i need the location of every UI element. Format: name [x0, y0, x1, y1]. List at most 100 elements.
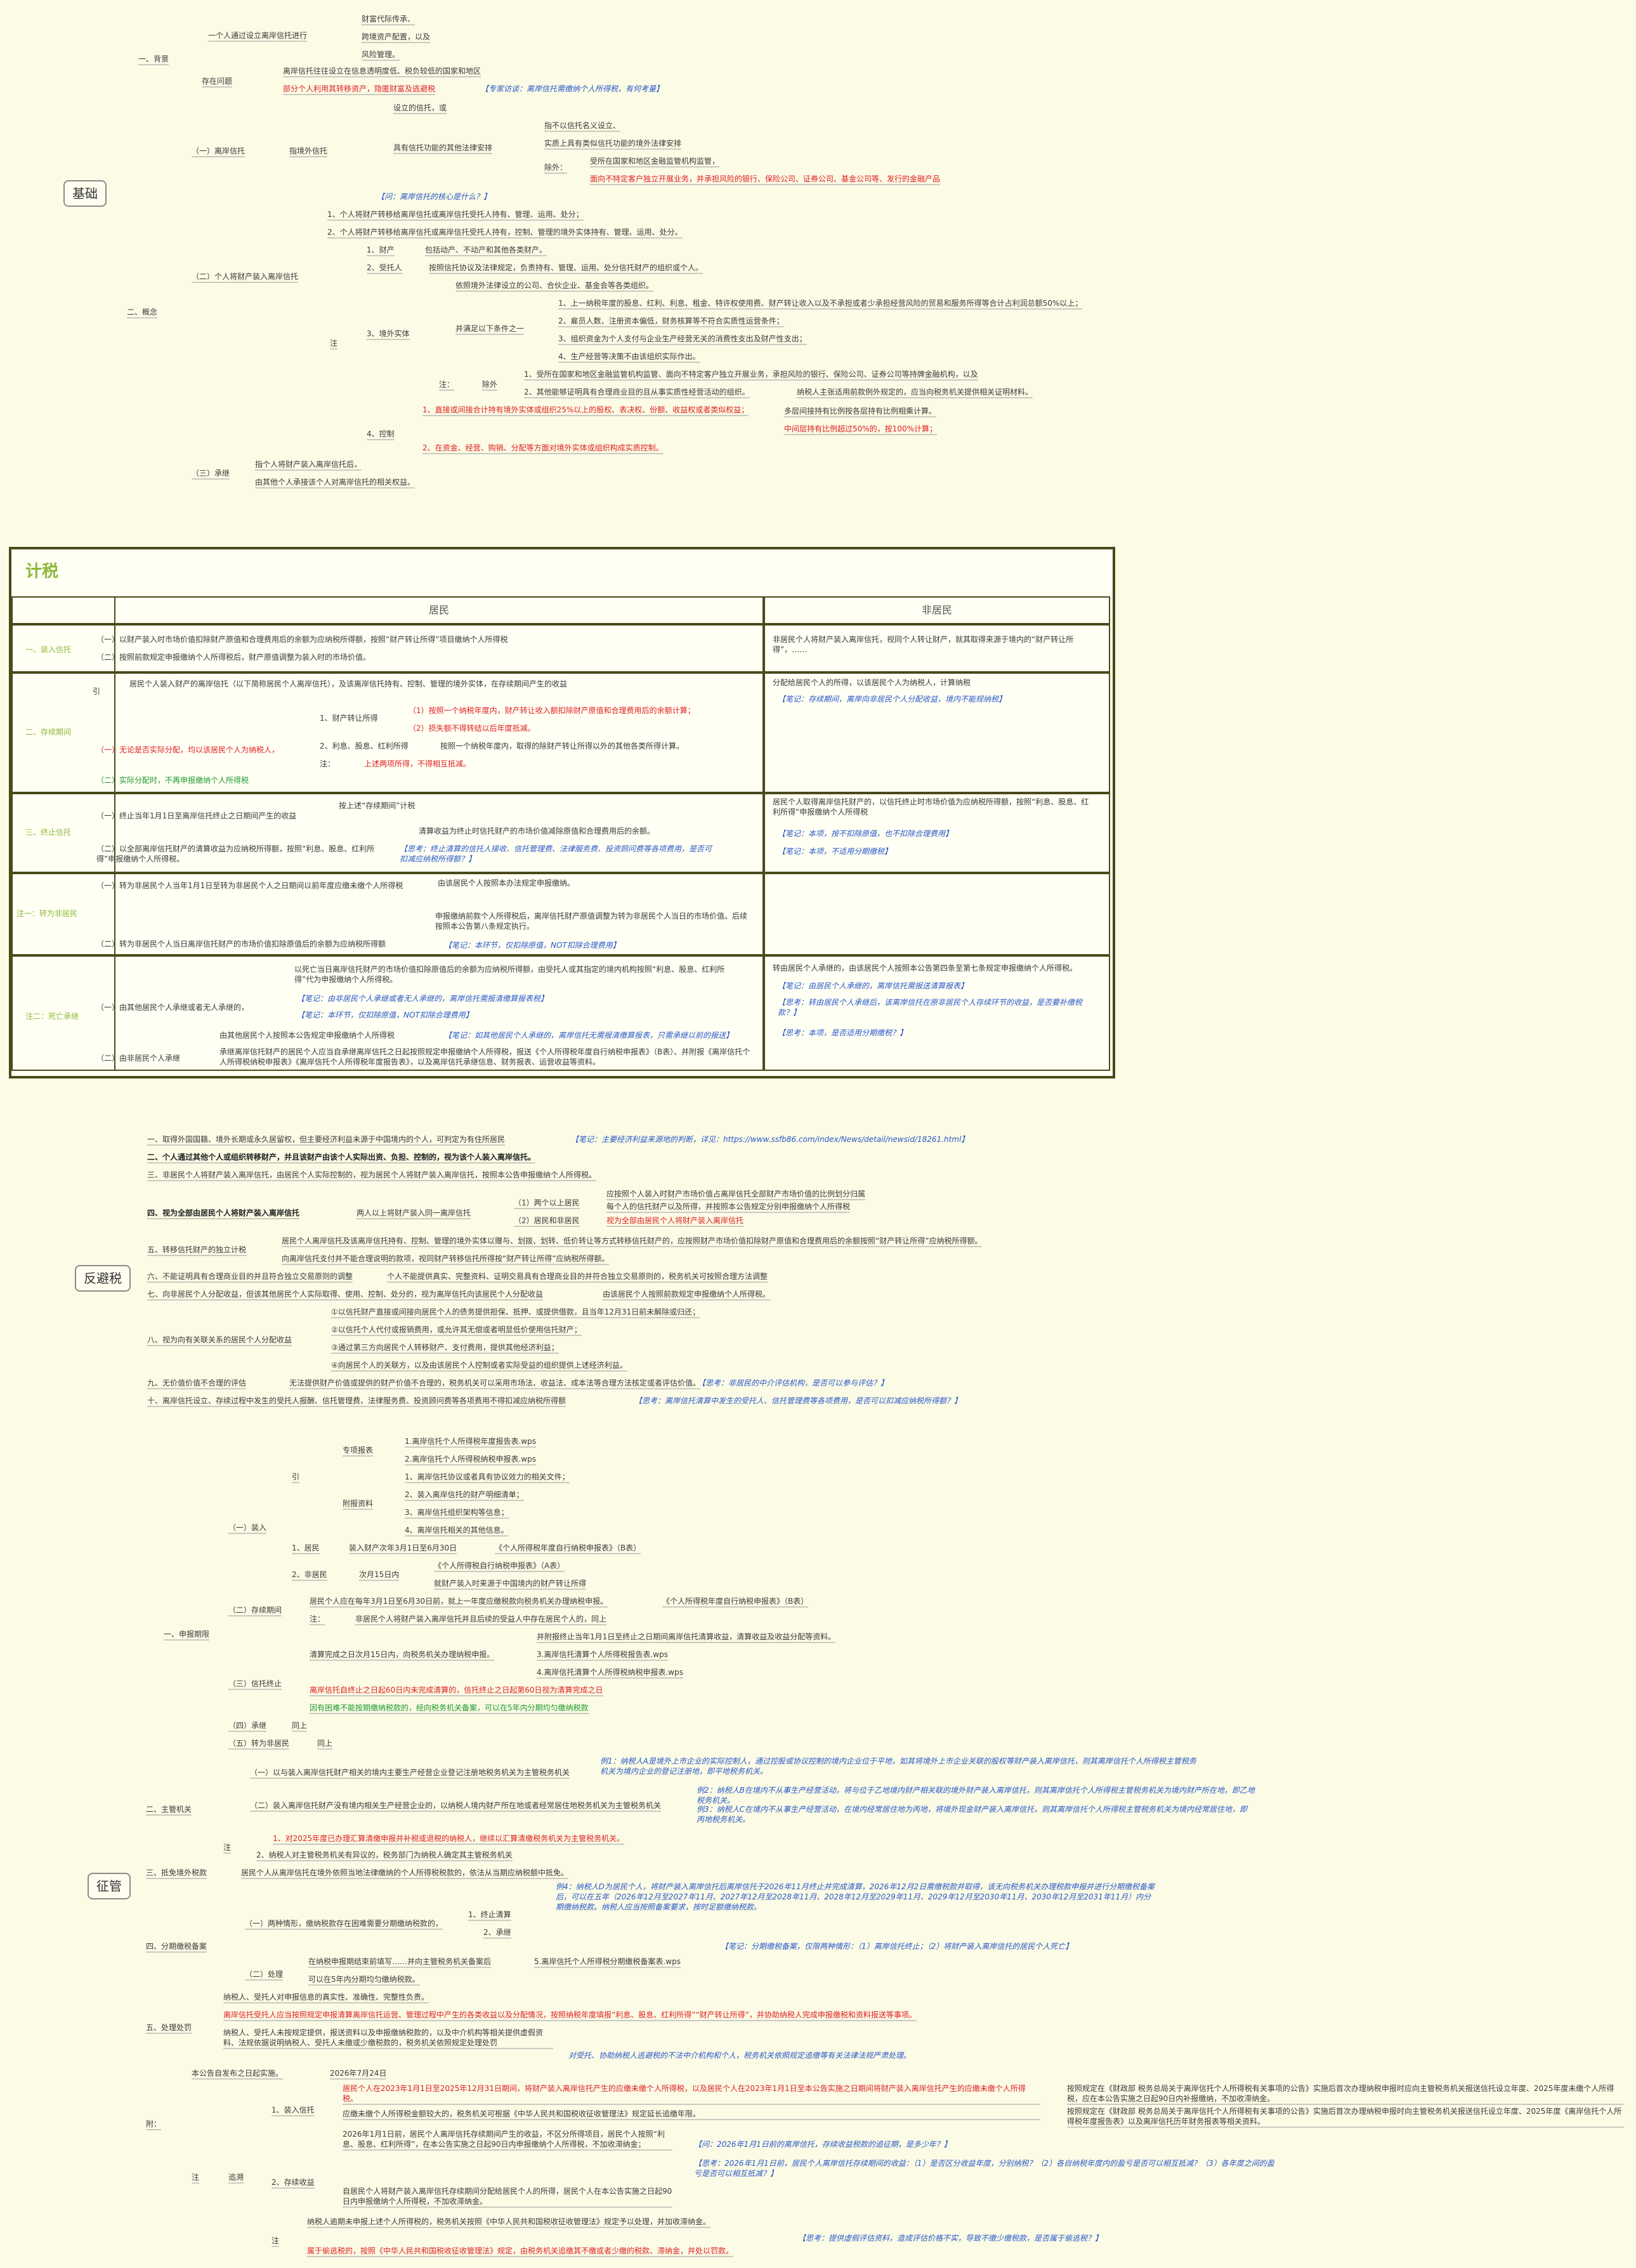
node[interactable]: 2.离岸信托个人所得税纳税申报表.wps — [405, 1455, 536, 1464]
node[interactable]: 居民个人从离岸信托在境外依照当地法律缴纳的个人所得税税款的，依法从当期应纳税额中… — [241, 1868, 569, 1877]
node[interactable]: 1、离岸信托协议或者具有协议效力的相关文件； — [405, 1472, 570, 1481]
node[interactable]: 按照信托协议及法律规定，负责持有、管理、运用、处分信托财产的组织或个人。 — [429, 263, 703, 272]
node[interactable]: 2、存续收益 — [272, 2178, 315, 2187]
node[interactable]: 二、个人通过其他个人或组织转移财产，并且该财产由该个人实际出资、负担、控制的，视… — [147, 1153, 536, 1162]
node[interactable]: 《个人所得税年度自行纳税申报表》（B表） — [495, 1544, 641, 1552]
node[interactable]: （二）按照前款规定申报缴纳个人所得税后，财产原值调整为装入时的市场价值。 — [96, 653, 371, 662]
node[interactable]: 离岸信托往往设立在信息透明度低、税负较低的国家和地区 — [283, 67, 481, 75]
note[interactable]: 例1：纳税人A是境外上市企业的实际控制人，通过控股或协议控制的境内企业位于平地，… — [600, 1757, 1196, 1776]
node[interactable]: 财富代际传承、 — [362, 15, 416, 23]
node[interactable]: 按上述“存续期间”计税 — [339, 801, 416, 810]
node[interactable]: （一）无论是否实际分配，均以该居民个人为纳税人， — [96, 745, 280, 754]
node[interactable]: 追溯 — [228, 2173, 244, 2182]
node[interactable]: ④向居民个人的关联方，以及由该居民个人控制或者实际受益的组织提供上述经济利益。 — [331, 1361, 627, 1370]
node[interactable]: 转由居民个人承继的，由该居民个人按照本公告第四条至第七条规定申报缴纳个人所得税。 — [773, 964, 1078, 973]
node[interactable]: 2、雇员人数、注册资本偏低，财务核算等不符合实质性运营条件； — [558, 317, 784, 325]
note[interactable]: 【思考：非居民的中介评估机构，是否可以参与评估？】 — [698, 1379, 889, 1387]
note[interactable]: 【笔记：存续期间，离岸向非居民个人分配收益，境内不能规纳税】 — [778, 695, 1007, 704]
node[interactable]: 离岸信托自终止之日起60日内未完成清算的，信托终止之日起第60日视为清算完成之日 — [310, 1686, 603, 1694]
node[interactable]: （四）承继 — [228, 1721, 267, 1730]
node[interactable]: 同上 — [317, 1739, 333, 1748]
node[interactable]: ③通过第三方向居民个人转移财产、支付费用，提供其他经济利益； — [331, 1343, 559, 1352]
node[interactable]: 同上 — [292, 1721, 308, 1730]
node[interactable]: 一、取得外国国籍、境外长期或永久居留权，但主要经济利益未源于中国境内的个人，可判… — [147, 1135, 506, 1144]
node[interactable]: （一）离岸信托 — [192, 147, 245, 155]
node[interactable]: 由其他居民个人按照本公告规定申报缴纳个人所得税 — [219, 1031, 395, 1040]
node-bg[interactable]: 一、背景 — [138, 55, 169, 63]
node[interactable]: 2、个人将财产转移给离岸信托或离岸信托受托人持有，控制、管理的境外实体持有、管理… — [327, 228, 683, 237]
note[interactable]: 对受托、协助纳税人逃避税的不法中介机构和个人，税务机关依照规定追缴等有关法律法规… — [568, 2051, 912, 2060]
node[interactable]: 纳税人、受托人未按规定提供，报送资料以及申报缴纳税款的，以及中介机构等相关提供虚… — [223, 2028, 544, 2047]
node[interactable]: 居民个人取得离岸信托财产的，以信托终止时市场价值为应纳税所得额，按照“利息、股息… — [773, 797, 1089, 816]
node[interactable]: 注： — [439, 380, 455, 389]
node[interactable]: 二、主管机关 — [146, 1805, 192, 1814]
node[interactable]: 附报资料 — [343, 1499, 374, 1508]
node[interactable]: 次月15日内 — [359, 1570, 400, 1579]
node[interactable]: 清算收益为终止时信托财产的市场价值减除原值和合理费用后的余额。 — [419, 827, 655, 836]
node[interactable]: 中间层持有比例超过50%的，按100%计算； — [784, 424, 937, 433]
node[interactable]: 本公告自发布之日起实施。 — [192, 2069, 284, 2078]
node[interactable]: 1、对2025年度已办理汇算清缴申报并补税或退税的纳税人，继续以汇算清缴税务机关… — [273, 1834, 625, 1843]
node[interactable]: 存在问题 — [202, 77, 233, 86]
node[interactable]: 非居民个人将财产装入离岸信托，视同个人转让财产，就其取得来源于境内的“财产转让所… — [773, 635, 1074, 654]
note[interactable]: 【笔记：由非居民个人承继或者无人承继的，离岸信托需报清缴算报表税】 — [297, 994, 549, 1003]
node[interactable]: ①以信托财产直接或间接向居民个人的债务提供担保、抵押、或提供借款，且当年12月3… — [331, 1308, 700, 1316]
node[interactable]: 3、组织资金为个人支付与企业生产经营无关的消费性支出及财产性支出； — [558, 334, 807, 343]
node[interactable]: 3、境外实体 — [367, 329, 410, 338]
node[interactable]: 实质上具有类似信托功能的境外法律安排 — [544, 139, 682, 148]
node[interactable]: 2、非居民 — [292, 1570, 327, 1579]
node[interactable]: 按照规定在《财政部 税务总局关于离岸信托个人所得税有关事项的公告》实施后首次办理… — [1067, 2084, 1614, 2103]
node[interactable]: 两人以上将财产装入同一离岸信托 — [357, 1209, 471, 1217]
node[interactable]: 多层间接持有比例按各层持有比例相乘计算。 — [784, 407, 937, 416]
node[interactable]: 由该居民个人按照本办法规定申报缴纳。 — [438, 879, 575, 888]
node[interactable]: （二）实际分配时，不再申报缴纳个人所得税 — [96, 776, 249, 785]
node[interactable]: 并满足以下条件之一 — [455, 324, 525, 333]
node[interactable]: （二）转为非居民个人当日离岸信托财产的市场价值扣除原值后的余额为应纳税所得额 — [96, 940, 386, 948]
node[interactable]: 1、个人将财产转移给离岸信托或离岸信托受托人持有、管理、运用、处分； — [327, 210, 584, 219]
node[interactable]: 纳税人、受托人对申报信息的真实性、准确性、完整性负责。 — [223, 1993, 429, 2002]
node[interactable]: 十、离岸信托设立、存续过程中发生的受托人报酬、信托管理费、法律服务费、投资顾问费… — [147, 1396, 566, 1405]
node[interactable]: 非居民个人将财产装入离岸信托并且后续的受益人中存在居民个人的，同上 — [355, 1615, 607, 1623]
node[interactable]: 离岸信托受托人应当按照规定申报清算离岸信托运营、管理过程中产生的各类收益以及分配… — [223, 2010, 917, 2019]
node[interactable]: 3.离岸信托清算个人所得税报告表.wps — [537, 1650, 668, 1659]
node[interactable]: 每个人的信托财产以及所得，并按照本公告规定分别申报缴纳个人所得税 — [606, 1202, 851, 1211]
node[interactable]: 2、纳税人对主管税务机关有异议的，税务部门为纳税人确定其主管税务机关 — [256, 1851, 513, 1859]
note[interactable]: 【思考：转由居民个人承继后，该离岸信托在原非居民个人存续环节的收益，是否要补缴税… — [778, 998, 1083, 1017]
node[interactable]: 2026年1月1日前，居民个人离岸信托存续期间产生的收益，不区分所得项目，居民个… — [343, 2130, 665, 2149]
node[interactable]: ②以信托个人代付或报销费用，或允许其无偿或者明显低价使用信托财产； — [331, 1325, 582, 1334]
note[interactable]: 【笔记：如其他居民个人承继的，离岸信托无需报清缴算报表，只需承继以前的报送】 — [444, 1031, 734, 1040]
node[interactable]: 指个人将财产装入离岸信托后， — [255, 460, 362, 469]
node[interactable]: （三）信托终止 — [228, 1679, 282, 1688]
node[interactable]: 面向不特定客户独立开展业务，并承担风险的银行、保险公司、证券公司、基金公司等、发… — [590, 174, 941, 183]
note[interactable]: 【笔记：主要经济利益来源地的判断，详见：https://www.ssfb86.c… — [571, 1135, 969, 1144]
node[interactable]: 由该居民个人按照前款规定申报缴纳个人所得税。 — [603, 1290, 771, 1299]
note[interactable]: 【笔记：分期缴税备案，仅限两种情形：（1）离岸信托终止；（2）将财产装入离岸信托… — [721, 1942, 1073, 1951]
note[interactable]: 【笔记：本项，按不扣除原值，也不扣除合理费用】 — [778, 829, 953, 838]
node[interactable]: 跨境资产配置，以及 — [362, 32, 431, 41]
node[interactable]: 分配给居民个人的所得，以该居民个人为纳税人，计算纳税 — [773, 678, 971, 687]
note[interactable]: 【专家访谈：离岸信托需缴纳个人所得税，有何考量】 — [481, 84, 664, 93]
node[interactable]: 清算完成之日次月15日内，向税务机关办理纳税申报。 — [310, 1650, 495, 1659]
note[interactable]: 例4：纳税人D为居民个人，将财产装入离岸信托后离岸信托于2026年11月终止并完… — [556, 1882, 1155, 1911]
node[interactable]: 注： — [310, 1615, 325, 1623]
node[interactable]: 1、财产 — [367, 246, 395, 254]
node[interactable]: 《个人所得税自行纳税申报表》（A表） — [434, 1561, 565, 1570]
node[interactable]: 在纳税申报期结束前填写……并向主管税务机关备案后 — [308, 1957, 492, 1966]
node[interactable]: 除外 — [482, 380, 498, 389]
note[interactable]: 【思考：离岸信托清算中发生的受托人、信托管理费等各项费用，是否可以扣减应纳税所得… — [634, 1396, 962, 1405]
node[interactable]: 三、抵免境外税款 — [146, 1868, 207, 1877]
node[interactable]: 一、申报期限 — [164, 1630, 210, 1639]
node[interactable]: 2、承继 — [483, 1928, 511, 1937]
node[interactable]: 五、处理处罚 — [146, 2023, 192, 2032]
node[interactable]: 注 — [330, 339, 338, 348]
node[interactable]: 上述两项所得，不得相互抵减。 — [364, 759, 471, 768]
node[interactable]: 专项报表 — [343, 1446, 374, 1455]
node[interactable]: 五、转移信托财产的独立计税 — [147, 1245, 247, 1254]
node[interactable]: 1、财产转让所得 — [320, 714, 378, 723]
node[interactable]: 3、离岸信托组织架构等信息； — [405, 1508, 509, 1517]
node[interactable]: 纳税人逾期未申报上述个人所得税的，税务机关按照《中华人民共和国税收征收管理法》规… — [307, 2217, 711, 2226]
note[interactable]: 例2：纳税人B在境内不从事生产经营活动，将与位于乙地境内财产相关联的境外财产装入… — [697, 1786, 1255, 1805]
node[interactable]: 1、受所在国家和地区金融监管机构监管、面向不特定客户独立开展业务，承担风险的银行… — [524, 370, 978, 379]
node[interactable]: 4.离岸信托清算个人所得税纳税申报表.wps — [537, 1668, 683, 1677]
node[interactable]: 《个人所得税年度自行纳税申报表》（B表） — [662, 1597, 809, 1606]
